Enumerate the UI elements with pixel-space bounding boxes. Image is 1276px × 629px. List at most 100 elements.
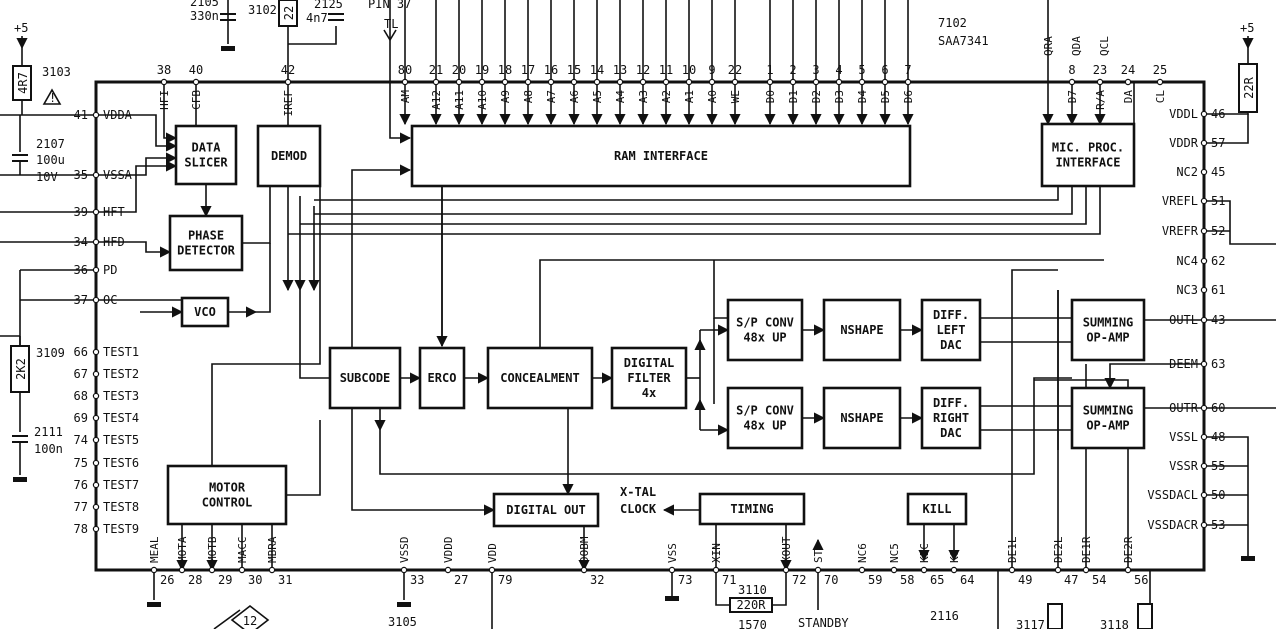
pin-name: VDDD: [442, 537, 455, 564]
pin-number: 5: [858, 63, 865, 77]
pin-number: 8: [1068, 63, 1075, 77]
pin-number: 23: [1093, 63, 1107, 77]
pin-number: 74: [74, 433, 88, 447]
resistor-3110-ref: 3110: [738, 583, 767, 597]
pin-name: D4: [856, 90, 869, 104]
pin-name: A12: [430, 90, 443, 110]
pin-name: OUTL: [1169, 313, 1198, 327]
ground-2105: [221, 46, 235, 51]
pin-number: 60: [1211, 401, 1225, 415]
pin-name: A8: [522, 90, 535, 103]
pin-name: IREF: [282, 90, 295, 117]
pin-number: 69: [74, 411, 88, 425]
pin-name: D2: [810, 90, 823, 103]
pin-name: VSSR: [1169, 459, 1199, 473]
pin-name: A9: [499, 90, 512, 103]
block-label: NSHAPE: [840, 323, 883, 337]
pin-number: 9: [708, 63, 715, 77]
pin37-label: PIN 37: [368, 0, 411, 11]
resistor-3109-ref: 3109: [36, 346, 65, 360]
capacitor-2107-value: 100u: [36, 153, 65, 167]
block-label: S/P CONV: [736, 316, 794, 330]
pin-name: TEST4: [103, 411, 139, 425]
pin-name: A4: [614, 90, 627, 104]
pin-name: DEEM: [1169, 357, 1198, 371]
pin-vddd: 27 VDDD: [442, 537, 468, 588]
pin-name: HFT: [103, 205, 125, 219]
pin-number: 4: [835, 63, 842, 77]
pin-name: VSSD: [398, 537, 411, 564]
pin-name: D1: [787, 90, 800, 103]
ref-3105: 3105: [388, 615, 417, 629]
pin-name: VDDL: [1169, 107, 1198, 121]
pin-number: 76: [74, 478, 88, 492]
block-label: CONTROL: [202, 496, 253, 510]
block-label: RAM INTERFACE: [614, 149, 708, 163]
pin-ra: 23R/A: [1093, 63, 1107, 110]
pin-number: 80: [398, 63, 412, 77]
capacitor-2111-value: 100n: [34, 442, 63, 456]
ext-label-qra: QRA: [1042, 36, 1055, 56]
block-digital-out: DIGITAL OUT: [492, 492, 600, 528]
capacitor-2107: [12, 154, 28, 162]
block-label: ERCO: [428, 371, 457, 385]
block-label: DIGITAL OUT: [506, 503, 585, 517]
pin-number: 13: [613, 63, 627, 77]
pin-number: 11: [659, 63, 673, 77]
pin-number: 58: [900, 573, 914, 587]
ground-vss: [665, 596, 679, 601]
pin-number: 52: [1211, 224, 1225, 238]
block-label: MOTOR: [209, 481, 246, 495]
pin-name: VREFR: [1162, 224, 1199, 238]
pin-name: A11: [453, 90, 466, 110]
pin-number: 21: [429, 63, 443, 77]
pin-number: 27: [454, 573, 468, 587]
pin-number: 79: [498, 573, 512, 587]
part-1570: 1570: [738, 618, 767, 629]
block-subcode: SUBCODE: [328, 346, 402, 410]
component-value: 22: [282, 6, 296, 20]
pin-number: 25: [1153, 63, 1167, 77]
pin-number: 35: [74, 168, 88, 182]
pin-d3: 4D3: [833, 63, 846, 103]
block-label: DEMOD: [271, 149, 307, 163]
pin-d6: 7D6: [902, 63, 915, 103]
pin-name: TEST1: [103, 345, 139, 359]
pin-name: VSSDACL: [1147, 488, 1198, 502]
pin-name: DA: [1122, 90, 1135, 104]
external-components: 4R7+53103!2107100u10V2K231092111100n330n…: [10, 0, 1258, 629]
chip-part: SAA7341: [938, 34, 989, 48]
pin-name: TEST7: [103, 478, 139, 492]
pin-number: 70: [824, 573, 838, 587]
pin-d7: 8D7: [1066, 63, 1079, 103]
block-label: SUMMING: [1083, 316, 1134, 330]
pin-name: XOUT: [780, 536, 793, 563]
pin-number: 39: [74, 205, 88, 219]
pin-test4: 69 TEST4: [74, 411, 140, 425]
capacitor-2105-value: 330n: [190, 9, 219, 23]
ext-label-qda: QDA: [1070, 36, 1083, 56]
capacitor-2105: [220, 13, 236, 21]
chip-body: [94, 80, 1206, 572]
